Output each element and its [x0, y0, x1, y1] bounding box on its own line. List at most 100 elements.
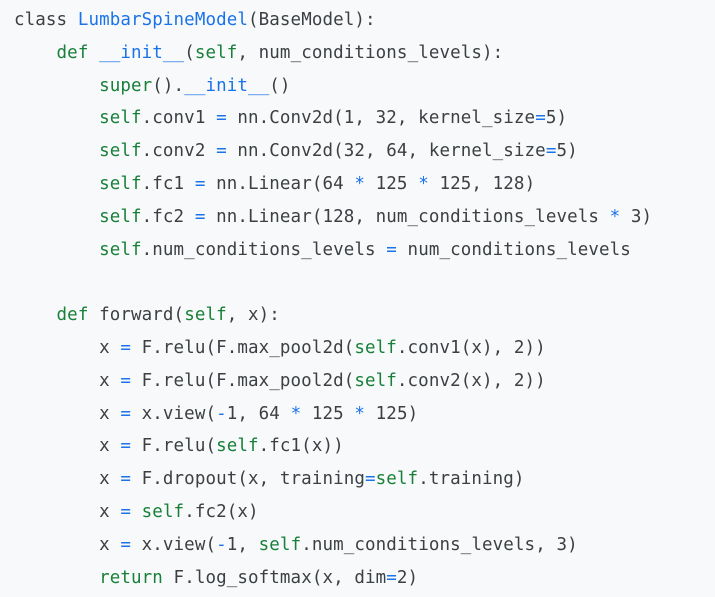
code-token — [14, 76, 99, 96]
code-token: = — [386, 239, 397, 260]
code-token: def — [56, 305, 89, 326]
code-line: x = self.fc2(x) — [0, 496, 715, 529]
code-token: self — [194, 42, 238, 63]
code-line: super().__init__() — [0, 70, 715, 103]
code-line: self.num_conditions_levels = num_conditi… — [0, 234, 715, 267]
code-line: self.fc1 = nn.Linear(64 * 125 * 125, 128… — [0, 168, 715, 201]
code-token: = — [194, 206, 206, 227]
code-token: x — [14, 534, 121, 555]
code-token: forward( — [88, 305, 185, 326]
code-token: = — [120, 534, 131, 555]
code-token — [14, 568, 99, 588]
code-token: , num_conditions_levels): — [237, 42, 504, 63]
code-token: * — [354, 403, 366, 424]
code-token: __init__ — [184, 75, 270, 96]
code-token: self — [99, 206, 142, 227]
code-token: * — [354, 173, 366, 194]
code-token: = — [120, 370, 131, 391]
code-token: * — [418, 173, 429, 194]
code-token: x — [14, 501, 121, 522]
code-token — [131, 502, 142, 522]
code-token: 125 — [301, 403, 355, 424]
code-token: self — [99, 108, 142, 129]
code-token: x.view( — [131, 403, 217, 424]
code-token: return — [99, 567, 163, 588]
code-token: = — [120, 403, 131, 424]
code-token: .fc2(x) — [184, 501, 259, 522]
code-line: class LumbarSpineModel(BaseModel): — [0, 4, 715, 37]
code-token: LumbarSpineModel — [77, 10, 249, 30]
code-line: self.fc2 = nn.Linear(128, num_conditions… — [0, 201, 715, 234]
code-token: * — [609, 206, 621, 227]
code-token — [14, 174, 99, 194]
code-token: - — [216, 534, 227, 555]
code-token: nn.Linear(64 — [205, 173, 355, 194]
code-token: self — [258, 534, 302, 555]
code-token: .conv2 — [141, 141, 217, 162]
code-token: 125) — [365, 403, 419, 424]
code-line: x = F.dropout(x, training=self.training) — [0, 463, 715, 496]
code-token: self — [354, 337, 397, 358]
code-token: nn.Conv2d(1, 32, kernel_size — [226, 108, 536, 129]
code-token — [14, 207, 99, 227]
code-token: x — [14, 436, 121, 457]
code-token: def — [56, 42, 89, 63]
code-token: 3) — [620, 206, 653, 227]
code-line — [0, 266, 715, 299]
code-line: self.conv1 = nn.Conv2d(1, 32, kernel_siz… — [0, 102, 715, 135]
code-token — [14, 108, 99, 128]
code-token: F.relu( — [131, 436, 217, 457]
code-token: self — [375, 469, 419, 490]
code-token — [14, 141, 99, 161]
code-token: x — [14, 403, 121, 424]
code-token — [14, 240, 99, 260]
code-token: .training) — [418, 469, 525, 490]
code-token: = — [216, 108, 227, 129]
code-token: self — [354, 370, 397, 391]
code-token: .num_conditions_levels — [141, 239, 387, 260]
code-line: return F.log_softmax(x, dim=2) — [0, 562, 715, 595]
code-token: nn.Linear(128, num_conditions_levels — [205, 206, 610, 227]
code-token: = — [120, 436, 131, 457]
code-token: = — [386, 567, 397, 588]
code-token: F.log_softmax(x, dim — [162, 567, 387, 588]
code-token: F.dropout(x, training — [131, 469, 365, 490]
code-token: F.relu(F.max_pool2d( — [131, 370, 355, 391]
code-line: def forward(self, x): — [0, 299, 715, 332]
code-token: 2) — [396, 567, 419, 588]
code-token: = — [535, 108, 546, 129]
code-token — [14, 43, 57, 63]
code-line: x = x.view(-1, self.num_conditions_level… — [0, 529, 715, 562]
code-line: x = F.relu(self.fc1(x)) — [0, 430, 715, 463]
code-token: __init__ — [99, 42, 185, 63]
code-token: = — [120, 469, 131, 490]
code-token: .num_conditions_levels, 3) — [301, 534, 578, 555]
code-token: 1, 64 — [226, 403, 291, 424]
code-token: - — [216, 403, 227, 424]
code-token: (). — [152, 75, 185, 96]
code-token: = — [120, 337, 131, 358]
code-line: x = x.view(-1, 64 * 125 * 125) — [0, 398, 715, 431]
code-line: self.conv2 = nn.Conv2d(32, 64, kernel_si… — [0, 135, 715, 168]
code-token: = — [120, 501, 131, 522]
code-token: x.view( — [131, 534, 217, 555]
code-token: ( — [184, 42, 195, 63]
code-line: def __init__(self, num_conditions_levels… — [0, 37, 715, 70]
code-token — [88, 43, 99, 63]
code-token: self — [99, 173, 142, 194]
code-token: self — [141, 501, 185, 522]
code-token: = — [545, 141, 557, 162]
code-token: , x): — [226, 305, 280, 326]
code-token: .conv1 — [141, 108, 217, 129]
code-token: class — [14, 10, 78, 30]
code-token: .fc2 — [141, 206, 195, 227]
code-token: self — [216, 436, 259, 457]
code-token: () — [269, 75, 291, 96]
code-line: x = F.relu(F.max_pool2d(self.conv1(x), 2… — [0, 332, 715, 365]
code-token: = — [216, 141, 227, 162]
code-token: .fc1 — [141, 173, 195, 194]
code-token: 5) — [556, 141, 578, 162]
code-token: 125 — [365, 173, 419, 194]
code-token: .fc1(x)) — [258, 436, 344, 457]
code-token: F.relu(F.max_pool2d( — [131, 337, 355, 358]
